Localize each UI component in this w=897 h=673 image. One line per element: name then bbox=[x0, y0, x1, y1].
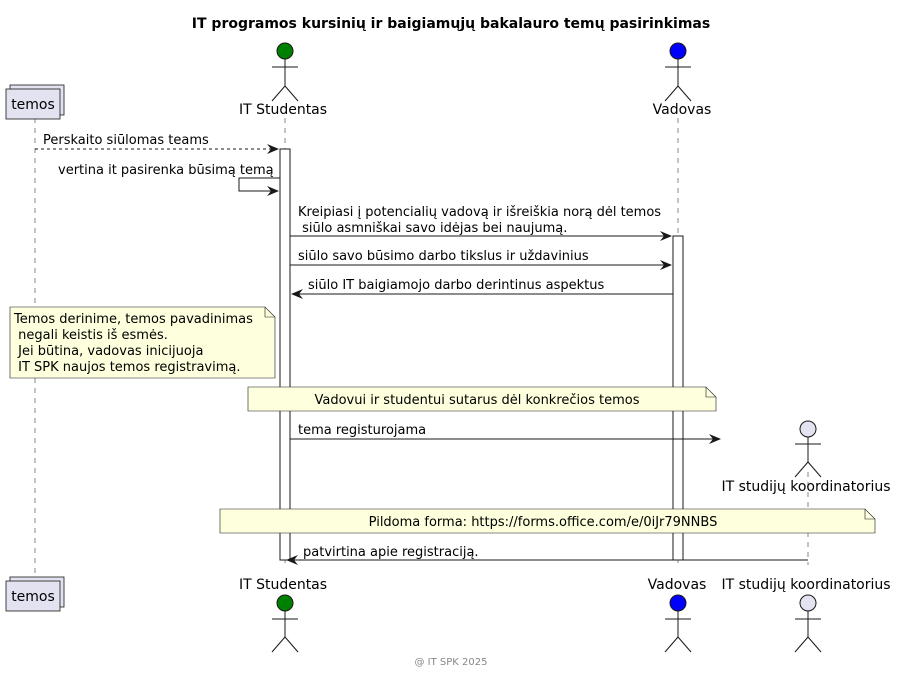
actor-icon bbox=[664, 42, 692, 102]
message-2: vertina it pasirenka būsimą temą bbox=[58, 163, 280, 196]
message-1-label: Perskaito siūlomas teams bbox=[43, 133, 209, 148]
actor-icon bbox=[794, 594, 822, 653]
participant-vadovas-label: Vadovas bbox=[648, 577, 707, 593]
note-1: Temos derinime, temos pavadinimas negali… bbox=[9, 306, 276, 379]
message-5: siūlo IT baigiamojo darbo derintinus asp… bbox=[291, 278, 673, 299]
participant-student-label: IT Studentas bbox=[239, 577, 327, 593]
message-5-label: siūlo IT baigiamojo darbo derintinus asp… bbox=[308, 278, 604, 293]
message-3: Kreipiasi į potencialių vadovą ir išreiš… bbox=[290, 205, 672, 241]
note-1-line-4: IT SPK naujos temos registravimą. bbox=[14, 360, 241, 375]
footer-text: @ IT SPK 2025 bbox=[415, 657, 488, 668]
message-6-label: tema registurojama bbox=[298, 423, 426, 438]
actor-icon bbox=[271, 42, 299, 102]
actor-icon bbox=[271, 594, 299, 653]
actor-student-bottom: IT Studentas bbox=[239, 577, 327, 653]
message-4-label: siūlo savo būsimo darbo tikslus ir uždav… bbox=[298, 249, 589, 264]
message-1: Perskaito siūlomas teams bbox=[35, 133, 279, 154]
participant-koord-label: IT studijų koordinatorius bbox=[721, 479, 890, 495]
message-6: tema registurojama bbox=[290, 423, 721, 444]
note-3-text: Pildoma forma: https://forms.office.com/… bbox=[369, 515, 718, 530]
participant-temos-top: temos bbox=[5, 84, 65, 120]
note-2-text: Vadovui ir studentui sutarus dėl konkreč… bbox=[314, 393, 639, 408]
note-3: Pildoma forma: https://forms.office.com/… bbox=[219, 508, 876, 534]
actor-koord-top: IT studijų koordinatorius bbox=[721, 420, 891, 495]
message-4: siūlo savo būsimo darbo tikslus ir uždav… bbox=[290, 249, 672, 270]
actor-student-top: IT Studentas bbox=[239, 42, 327, 118]
message-3-label-line1: Kreipiasi į potencialių vadovą ir išreiš… bbox=[298, 205, 661, 220]
actor-koord-bottom: IT studijų koordinatorius bbox=[721, 577, 891, 653]
note-1-line-1: Temos derinime, temos pavadinimas bbox=[13, 312, 253, 327]
actor-vadovas-top: Vadovas bbox=[653, 42, 712, 118]
note-1-line-3: Jei būtina, vadovas inicijuoja bbox=[14, 344, 203, 359]
participant-temos-label: temos bbox=[11, 97, 55, 113]
activation-student bbox=[279, 148, 291, 561]
message-7-label: patvirtina apie registraciją. bbox=[303, 545, 479, 560]
actor-vadovas-bottom: Vadovas bbox=[648, 577, 707, 653]
message-2-label: vertina it pasirenka būsimą temą bbox=[58, 163, 274, 178]
note-2: Vadovui ir studentui sutarus dėl konkreč… bbox=[247, 386, 717, 412]
participant-temos-label: temos bbox=[11, 589, 55, 605]
participant-temos-bottom: temos bbox=[5, 576, 65, 612]
actor-icon bbox=[794, 420, 822, 478]
participant-koord-label: IT studijų koordinatorius bbox=[721, 577, 890, 593]
message-3-label-line2: siūlo asmniškai savo idėjas bei naujumą. bbox=[298, 221, 567, 236]
participant-vadovas-label: Vadovas bbox=[653, 102, 712, 118]
participant-student-label: IT Studentas bbox=[239, 102, 327, 118]
diagram-title: IT programos kursinių ir baigiamųjų baka… bbox=[192, 16, 710, 32]
actor-icon bbox=[664, 594, 692, 653]
message-7: patvirtina apie registraciją. bbox=[286, 545, 808, 565]
note-1-line-2: negali keistis iš esmės. bbox=[14, 328, 168, 343]
